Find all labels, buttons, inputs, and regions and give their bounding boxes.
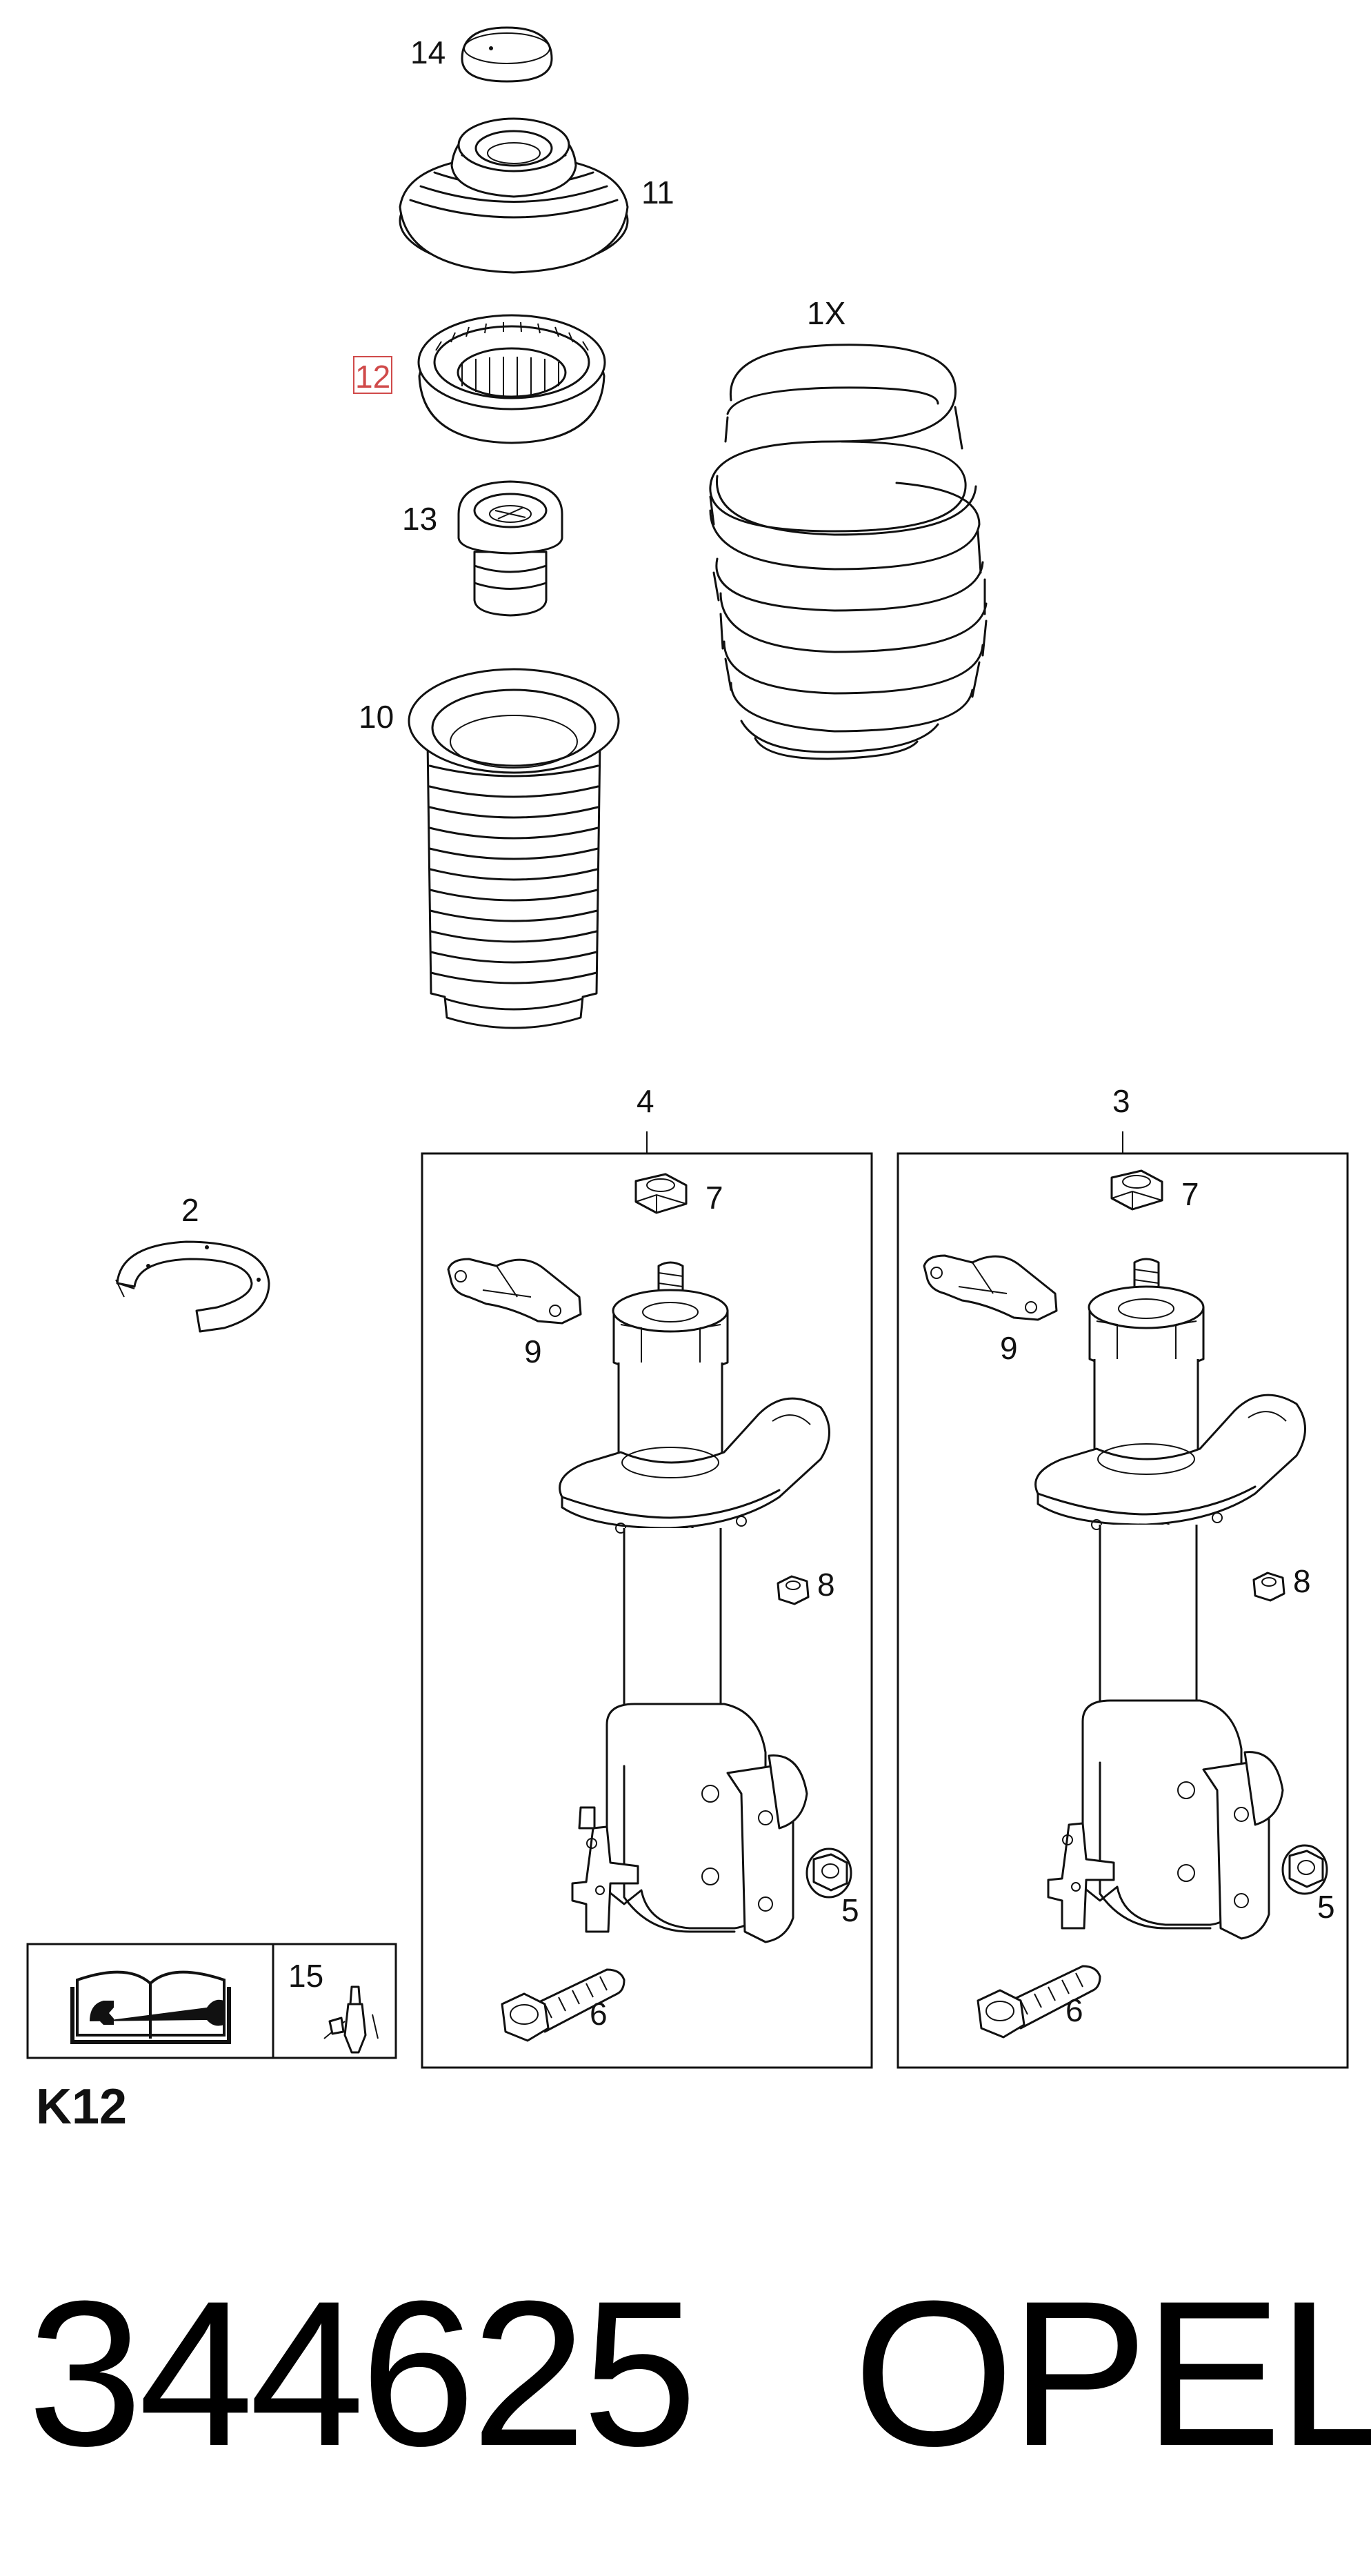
part-6-bolt [501, 1968, 626, 2042]
part-13-bump-stop [457, 480, 563, 617]
part-7-nut [1110, 1169, 1163, 1211]
part-6-bolt [977, 1965, 1101, 2039]
callout-4: 4 [637, 1083, 654, 1119]
part-5-flange-nut [805, 1847, 852, 1899]
strut-assembly-right [923, 1169, 1328, 2039]
part-8-flange-nut [1252, 1572, 1285, 1602]
right-callout-6: 6 [1065, 1992, 1083, 2028]
part-2-spring-insulator [115, 1240, 270, 1333]
part-9-bracket [923, 1254, 1058, 1321]
right-callout-8: 8 [1293, 1563, 1311, 1599]
part-12-bearing [417, 314, 606, 444]
part-8-flange-nut [777, 1575, 810, 1605]
part-14-cap [461, 26, 553, 83]
lubricant-bottle-icon [323, 1985, 379, 2054]
part-10-dust-boot [408, 668, 620, 1029]
callout-1x: 1X [807, 295, 845, 331]
part-number: 344625 [28, 2257, 697, 2489]
callout-11: 11 [641, 175, 674, 210]
right-callout-7: 7 [1181, 1176, 1199, 1212]
callout-10: 10 [359, 699, 394, 735]
right-callout-5: 5 [1317, 1889, 1335, 1925]
callout-13: 13 [402, 501, 437, 537]
strut-assembly-left [447, 1173, 852, 2042]
left-callout-8: 8 [817, 1567, 835, 1603]
tools-box: 15 [26, 1943, 397, 2059]
part-5-flange-nut [1281, 1844, 1328, 1895]
diagram-code-label: K12 [36, 2079, 127, 2134]
callout-14: 14 [410, 34, 446, 70]
left-callout-7: 7 [705, 1180, 723, 1216]
strut-body [559, 1261, 830, 1943]
callout-2: 2 [181, 1192, 199, 1228]
part-caption: 344625 OPEL [28, 2270, 1371, 2477]
callout-15: 15 [288, 1958, 323, 1994]
callout-12: 12 [355, 359, 390, 395]
right-callout-9: 9 [1000, 1330, 1018, 1366]
part-7-nut [634, 1173, 688, 1214]
callout-12-highlight-box [353, 356, 392, 394]
left-callout-5: 5 [841, 1892, 859, 1928]
part-9-bracket [447, 1258, 582, 1325]
left-callout-6: 6 [590, 1996, 608, 2032]
left-callout-9: 9 [524, 1334, 542, 1369]
strut-body [1034, 1258, 1306, 1940]
brand-name: OPEL [853, 2257, 1371, 2489]
wrench-icon [90, 1999, 224, 2026]
part-11-strut-mount [399, 117, 629, 274]
part-1x-coil-spring [709, 344, 988, 760]
callout-3: 3 [1112, 1083, 1130, 1119]
